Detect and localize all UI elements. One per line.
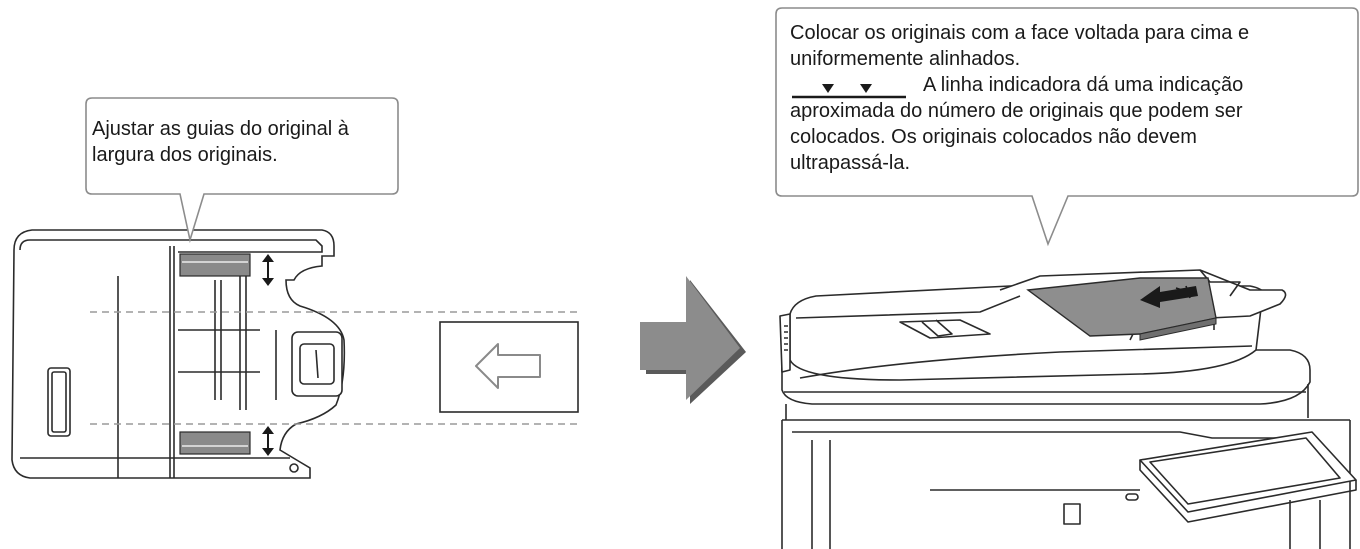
- feeder-top-view: [11, 229, 346, 479]
- left-callout-text: Ajustar as guias do original à largura d…: [92, 116, 392, 168]
- original-width-lines: [90, 311, 580, 425]
- left-callout-bubble: [85, 97, 399, 244]
- right-callout-line-3: A linha indicadora dá uma indicação: [923, 74, 1244, 96]
- original-guides: [179, 253, 251, 455]
- indicator-line-icon: [792, 84, 906, 99]
- right-callout-line-1: Colocar os originais com a face voltada …: [790, 22, 1250, 44]
- right-callout-line-4: aproximada do número de originais que po…: [790, 100, 1243, 122]
- right-callout-text: Colocar os originais com a face voltada …: [790, 20, 1352, 176]
- original-sheet: [439, 321, 579, 413]
- right-callout-line-5: colocados. Os originais colocados não de…: [790, 126, 1197, 148]
- guide-adjust-arrows: [262, 254, 274, 456]
- right-callout-line-2: uniformemente alinhados.: [790, 48, 1021, 70]
- insert-direction-icon: [1140, 286, 1198, 308]
- right-callout-line-6: ultrapassá-la.: [790, 152, 911, 174]
- left-callout-line-1: Ajustar as guias do original à: [92, 118, 349, 140]
- transition-arrow-icon: [640, 276, 746, 404]
- right-callout-bubble: [775, 7, 1359, 247]
- left-callout-line-2: largura dos originais.: [92, 144, 278, 166]
